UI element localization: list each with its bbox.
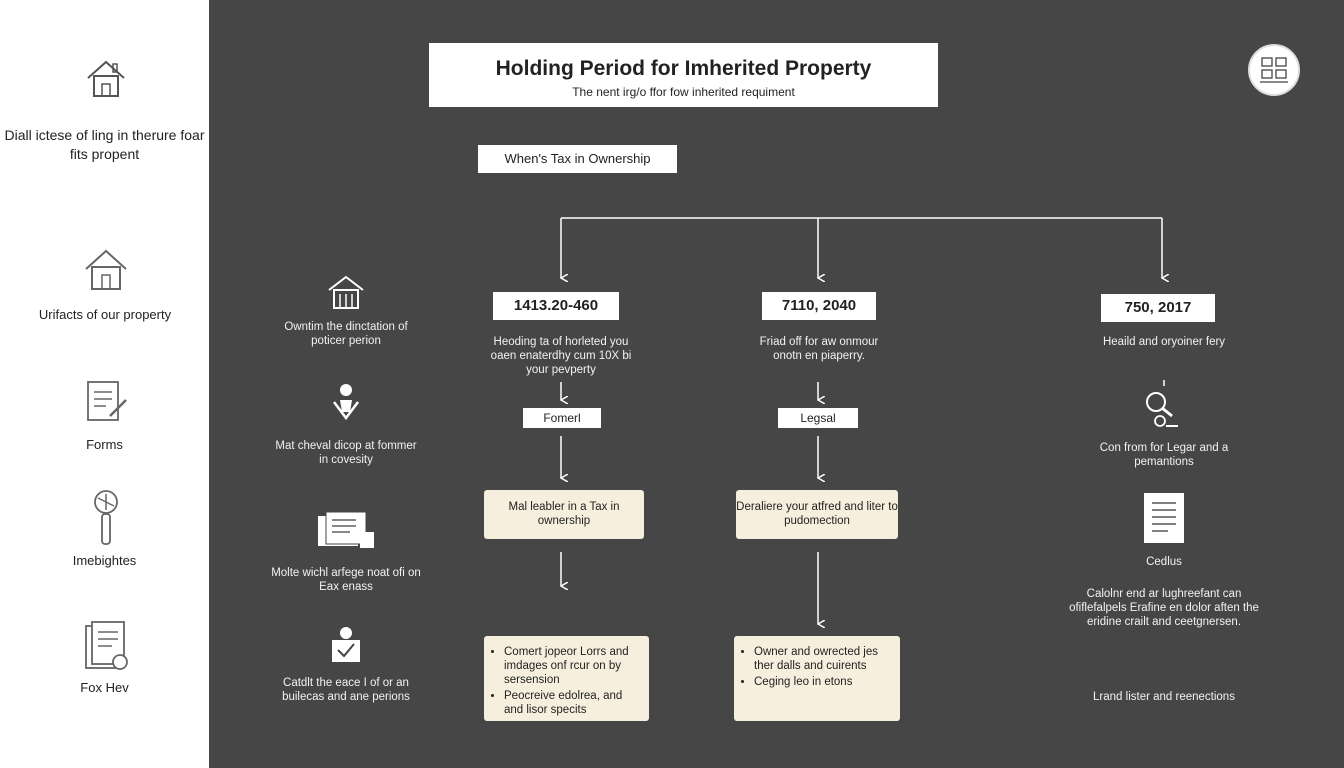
branch-description: Friad off for aw onmour onotn en piaperr…	[759, 336, 879, 362]
logo-icon	[1248, 44, 1300, 96]
root-label: When's Tax in Ownership	[478, 145, 677, 173]
left-text: Catdlt the eace I of or an builecas and …	[282, 677, 410, 703]
bullet-box: Owner and owrected jes ther dalls and cu…	[734, 636, 900, 721]
house-icon	[82, 245, 130, 298]
document-icon	[84, 620, 130, 677]
branch-date: 750, 2017	[1101, 294, 1215, 322]
branch-tag: Legsal	[778, 408, 858, 428]
branch-text: Calolnr end ar lughreefant can ofiflefal…	[1069, 588, 1259, 628]
left-text: Molte wichl arfege noat ofi on Eax enass	[271, 567, 421, 593]
left-text: Mat cheval dicop at fommer in covesity	[275, 440, 417, 466]
title-box: Holding Period for Imherited Property Th…	[429, 43, 938, 107]
branch-description: Heoding ta of horleted you oaen enaterdh…	[490, 336, 632, 376]
branch-text: Con from for Legar and a pemantions	[1099, 442, 1229, 468]
branch-tag: Fomerl	[523, 408, 601, 428]
magnifier-icon	[1142, 388, 1182, 435]
bullet-item: Comert jopeor Lorrs and imdages onf rcur…	[504, 645, 641, 687]
house-icon	[84, 56, 128, 105]
info-box: Deraliere your atfred and liter to pudom…	[736, 490, 898, 539]
bullet-item: Owner and owrected jes ther dalls and cu…	[754, 645, 892, 673]
left-text: Owntim the dinctation of poticer perion	[284, 321, 408, 347]
form-icon	[86, 380, 130, 429]
branch-date: 7110, 2040	[762, 292, 876, 320]
sidebar-item-label: Urifacts of our property	[38, 307, 172, 322]
sidebar-item-label: Imebightes	[72, 553, 137, 568]
sidebar-item-label: Fox Hev	[80, 680, 129, 695]
branch-label: Cedlus	[1146, 556, 1182, 568]
person-icon	[328, 626, 364, 671]
documents-icon	[316, 510, 376, 555]
person-icon	[328, 382, 364, 431]
page-subtitle: The nent irg/o ffor fow inherited requim…	[572, 85, 795, 99]
sidebar-item-label: Diall ictese of ling in therure foar fit…	[4, 127, 205, 162]
house-icon	[326, 274, 366, 317]
bullet-item: Ceging leo in etons	[754, 675, 892, 689]
bullet-box: Comert jopeor Lorrs and imdages onf rcur…	[484, 636, 649, 721]
info-box: Mal leabler in a Tax in ownership	[484, 490, 644, 539]
page-title: Holding Period for Imherited Property	[495, 57, 872, 80]
document-icon	[1142, 491, 1186, 550]
sidebar-item-label: Forms	[86, 437, 123, 452]
bullet-item: Peocreive edolrea, and and lisor specits	[504, 689, 641, 717]
sidebar: Diall ictese of ling in therure foar fit…	[0, 0, 209, 768]
key-icon	[88, 488, 124, 553]
branch-text: Lrand lister and reenections	[1093, 691, 1235, 703]
branch-description: Heaild and oryoiner fery	[1102, 336, 1226, 348]
branch-date: 1413.20-460	[493, 292, 619, 320]
